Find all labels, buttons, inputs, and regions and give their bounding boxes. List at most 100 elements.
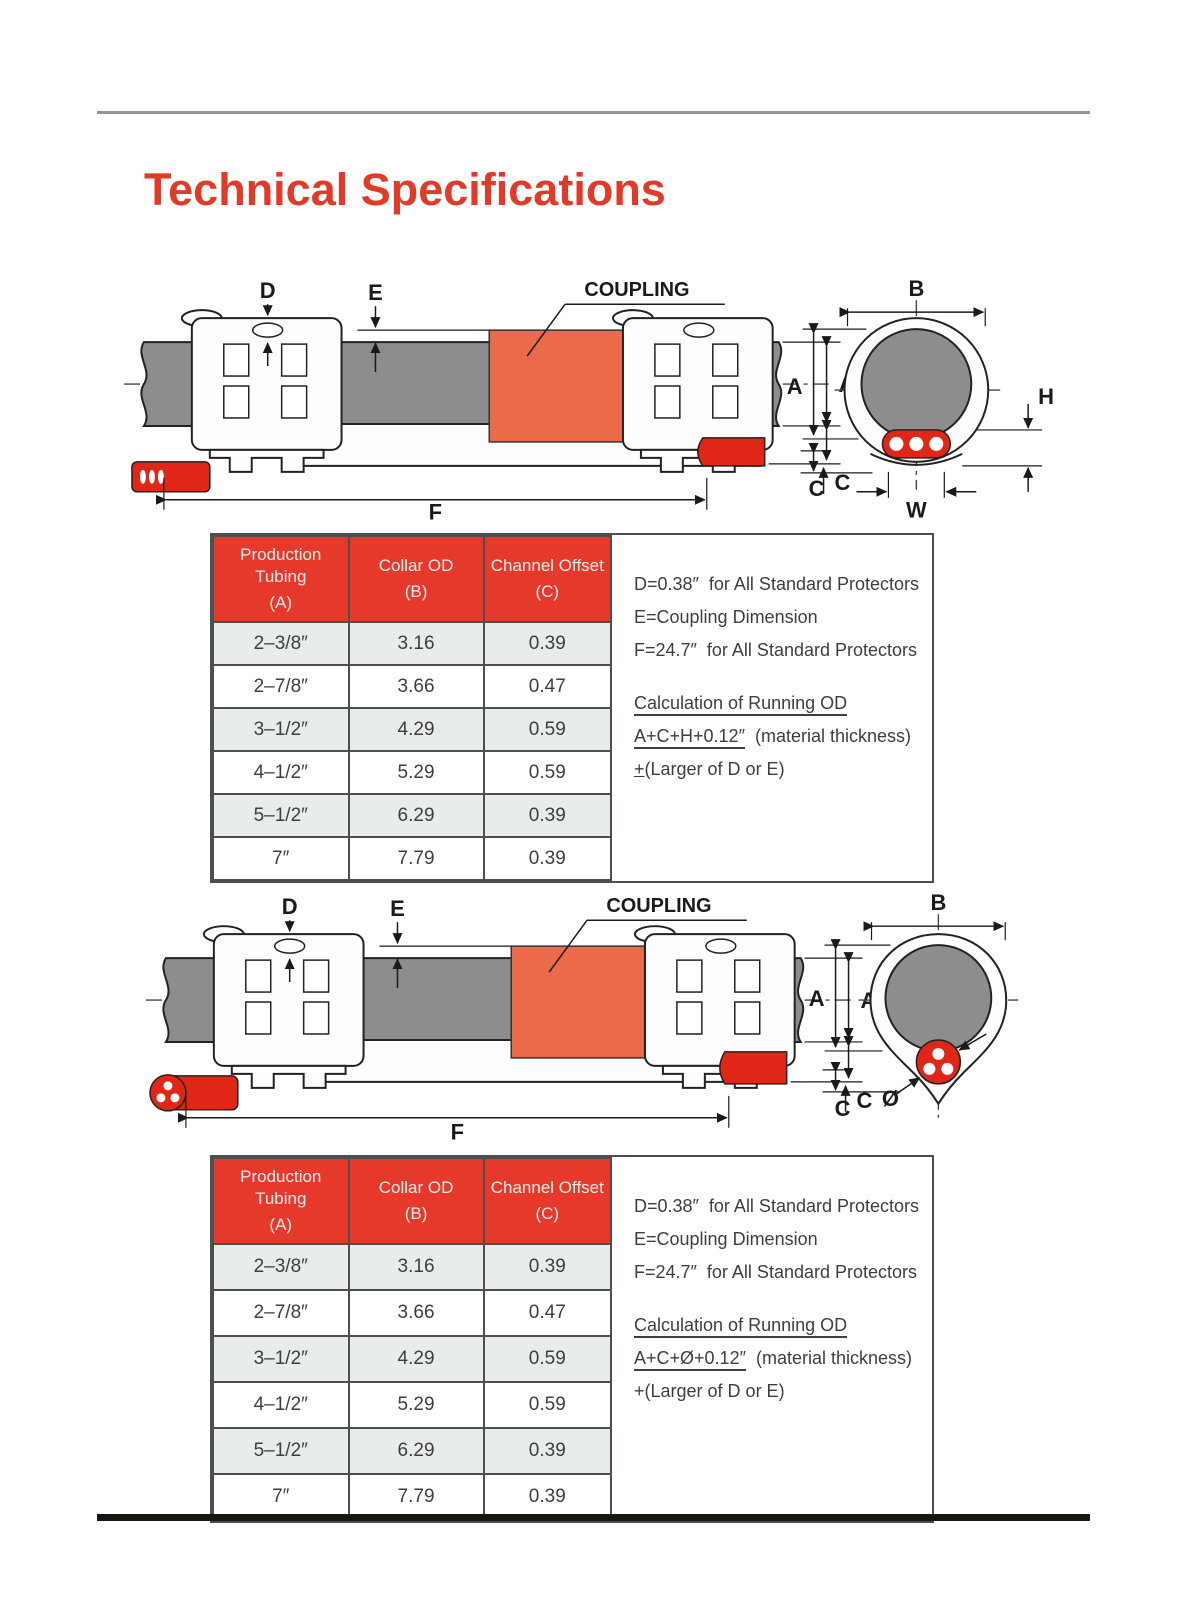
table-cell: 3–1/2″ [212, 1335, 350, 1384]
coupling-label: COUPLING [584, 279, 689, 301]
calc-formula: A+C+H+0.12″ (material thickness) [634, 723, 924, 750]
dim-label-d: D [260, 278, 276, 303]
spec-block-flat: Production Tubing(A) Collar OD(B) Channe… [210, 533, 934, 884]
round-protector-diagram: D E COUPLING A C F [145, 890, 1019, 1145]
table-cell: 3–1/2″ [212, 707, 350, 753]
table-cell: 4.29 [347, 707, 485, 753]
clamp-left [202, 925, 365, 1089]
coupling-label: COUPLING [606, 895, 711, 917]
table-cell: 5.29 [347, 750, 485, 796]
table-cell: 4–1/2″ [212, 1381, 350, 1430]
header-channel-offset: Channel Offset(C) [482, 534, 613, 624]
clamp-left [180, 309, 343, 473]
dim-label-f: F [429, 500, 442, 522]
dim-label-diameter: Ø [882, 1086, 899, 1111]
table-cell: 0.39 [482, 1243, 613, 1292]
dim-label-c-side: C [857, 1088, 873, 1113]
clamp-right [633, 925, 796, 1089]
dim-label-c-side: C [835, 470, 851, 495]
table-cell: 4.29 [347, 1335, 485, 1384]
bottom-rule [97, 1514, 1090, 1521]
table-cell: 4–1/2″ [212, 750, 350, 796]
calc-title: Calculation of Running OD [634, 690, 924, 717]
dim-label-b: B [930, 890, 946, 915]
dim-label-e: E [390, 896, 405, 921]
dim-label-e: E [368, 280, 383, 305]
dim-label-c-section: C [835, 1096, 851, 1121]
table-cell: 5–1/2″ [212, 793, 350, 839]
side-view-flat: D E COUPLING A C F [123, 278, 855, 522]
page-title: Technical Specifications [144, 164, 666, 215]
header-production-tubing: Production Tubing(A) [212, 1156, 350, 1246]
dim-label-h: H [1038, 384, 1054, 409]
note-e: E=Coupling Dimension [634, 607, 818, 628]
side-view-round: D E COUPLING A C F [145, 894, 877, 1145]
cross-section-round: B A C Ø [809, 890, 1019, 1121]
flat-cable-right [697, 437, 766, 467]
table-cell: 7.79 [347, 1473, 485, 1522]
spec-table-flat: Production Tubing(A) Collar OD(B) Channe… [212, 534, 613, 882]
tubing-section [884, 944, 993, 1052]
notes-flat: D=0.38″ for All Standard Protectors E=Co… [612, 535, 932, 881]
table-cell: 5–1/2″ [212, 1427, 350, 1476]
table-cell: 6.29 [347, 793, 485, 839]
table-cell: 2–7/8″ [212, 1289, 350, 1338]
notes-round: D=0.38″ for All Standard Protectors E=Co… [612, 1157, 932, 1521]
table-cell: 0.59 [482, 1381, 613, 1430]
dim-label-a-section: A [809, 986, 825, 1011]
note-d: D=0.38″ for All Standard Protectors [634, 574, 920, 594]
table-cell: 0.39 [482, 1473, 613, 1522]
dim-label-w: W [906, 498, 927, 522]
note-d: D=0.38″ for All Standard Protectors [634, 1196, 920, 1216]
tubing-section [860, 328, 973, 440]
spec-block-round: Production Tubing(A) Collar OD(B) Channe… [210, 1155, 934, 1524]
flat-protector-diagram: D E COUPLING A C F [123, 276, 1054, 522]
header-channel-offset: Channel Offset(C) [482, 1156, 613, 1246]
dim-label-f: F [451, 1120, 464, 1145]
table-cell: 0.39 [482, 836, 613, 882]
table-cell: 7.79 [347, 836, 485, 882]
calc-title: Calculation of Running OD [634, 1312, 924, 1339]
cross-section-flat: B A C H W [787, 276, 1054, 522]
table-header-row: Production Tubing(A) Collar OD(B) Channe… [212, 534, 613, 624]
header-production-tubing: Production Tubing(A) [212, 534, 350, 624]
dim-label-c-section: C [809, 476, 825, 501]
table-cell: 2–3/8″ [212, 1243, 350, 1292]
table-cell: 5.29 [347, 1381, 485, 1430]
table-cell: 3.66 [347, 1289, 485, 1338]
clamp-right [611, 309, 774, 473]
dim-label-a-section: A [787, 374, 803, 399]
table-cell: 2–7/8″ [212, 664, 350, 710]
table-cell: 0.59 [482, 707, 613, 753]
top-rule [97, 111, 1090, 114]
table-cell: 2–3/8″ [212, 621, 350, 667]
calc-formula: A+C+Ø+0.12″ (material thickness) [634, 1345, 924, 1372]
header-collar-od: Collar OD(B) [347, 534, 485, 624]
table-cell: 6.29 [347, 1427, 485, 1476]
table-cell: 0.39 [482, 621, 613, 667]
table-header-row: Production Tubing(A) Collar OD(B) Channe… [212, 1156, 613, 1246]
table-cell: 3.16 [347, 621, 485, 667]
round-cable-right [719, 1051, 788, 1085]
table-cell: 0.39 [482, 1427, 613, 1476]
table-cell: 3.66 [347, 664, 485, 710]
table-cell: 3.16 [347, 1243, 485, 1292]
table-cell: 7″ [212, 836, 350, 882]
table-cell: 0.59 [482, 1335, 613, 1384]
calc-plus-note: +(Larger of D or E) [634, 1381, 785, 1402]
note-e: E=Coupling Dimension [634, 1229, 818, 1250]
note-f: F=24.7″ for All Standard Protectors [634, 640, 918, 661]
table-cell: 0.47 [482, 1289, 613, 1338]
